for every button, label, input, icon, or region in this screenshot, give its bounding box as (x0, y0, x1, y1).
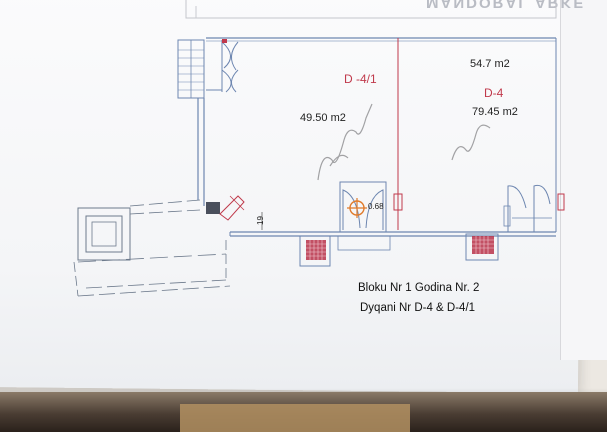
unit-area-right-top: 54.7 m2 (470, 58, 510, 70)
unit-label-right: D-4 (484, 86, 504, 100)
wall-dimension-label: 19 (255, 216, 265, 225)
unit-area-right: 79.45 m2 (472, 106, 518, 118)
unit-area-left: 49.50 m2 (300, 112, 346, 124)
door-value-label: 0.68 (368, 202, 384, 211)
entrance-ramp (206, 195, 245, 221)
wooden-strip (180, 404, 410, 432)
caption-line-1: Bloku Nr 1 Godina Nr. 2 (358, 282, 480, 294)
caption-line-2: Dyqani Nr D-4 & D-4/1 (360, 302, 476, 314)
column-left-icon (299, 235, 331, 267)
column-right-icon (465, 233, 499, 261)
outer-building-outline (73, 199, 231, 297)
header-box (185, 0, 557, 19)
door-right-icon (503, 184, 565, 233)
paper-sheet-edge (560, 0, 607, 360)
door-top-left-icon (221, 39, 239, 93)
handwritten-signature (317, 103, 491, 181)
staircase-icon (177, 39, 205, 99)
unit-label-left: D -4/1 (344, 72, 377, 86)
door-center-icon (337, 181, 403, 251)
crosshair-sign-icon (347, 198, 367, 218)
